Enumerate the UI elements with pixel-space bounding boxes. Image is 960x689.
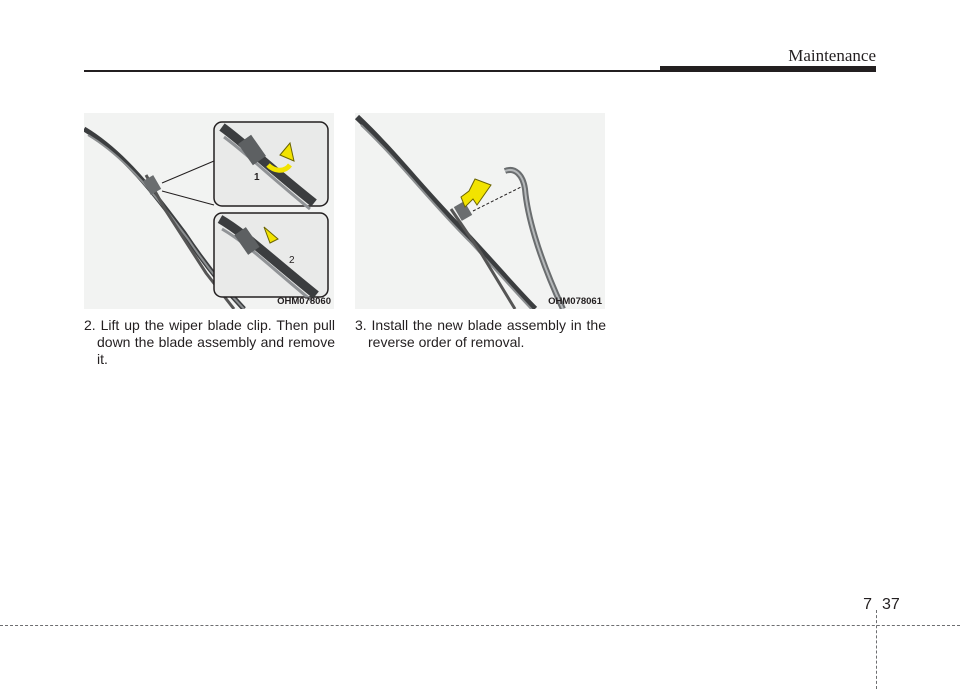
footer-rule (0, 625, 960, 626)
figure-blade-install: OHM078061 (355, 113, 605, 309)
step-3-text: 3. Install the new blade assembly in the… (355, 317, 606, 350)
figure-code: OHM078060 (277, 296, 331, 307)
blade-pull-arrow-icon (263, 226, 279, 244)
figure-code: OHM078061 (548, 296, 602, 307)
header-rule-thin (84, 70, 664, 72)
callout-1: 1 (254, 172, 260, 183)
section-title: Maintenance (788, 46, 876, 65)
install-arrow-icon (460, 178, 492, 208)
zoom-callout-icon (161, 160, 215, 184)
footer-divider (876, 610, 877, 689)
page-number: 37 (882, 596, 900, 613)
chapter-number: 7 (863, 596, 872, 613)
figure-blade-removal: 1 2 OHM078060 (84, 113, 334, 309)
callout-2: 2 (289, 255, 295, 266)
wiper-blade-icon (355, 114, 538, 309)
header-rule-thick (660, 66, 876, 72)
step-2-text: 2. Lift up the wiper blade clip. Then pu… (84, 317, 335, 367)
clip-lift-arrow-icon (279, 141, 295, 162)
